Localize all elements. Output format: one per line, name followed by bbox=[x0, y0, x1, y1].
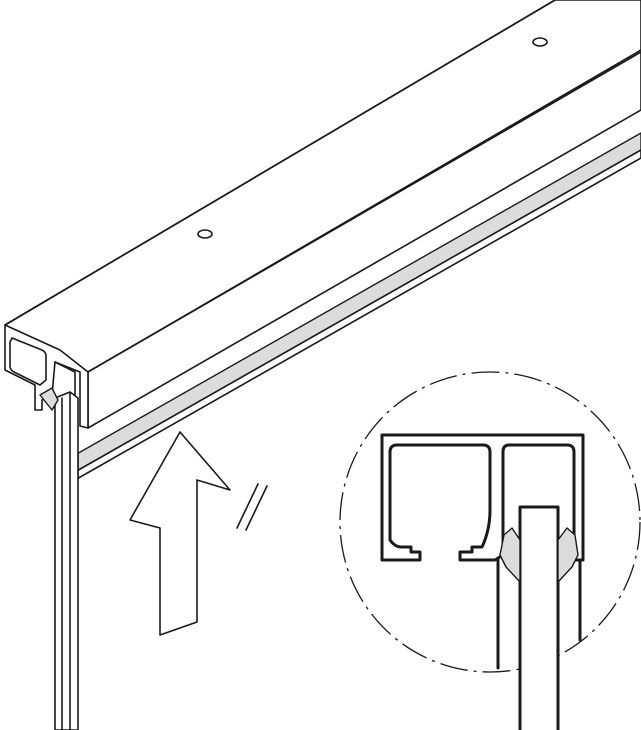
mounting-hole bbox=[532, 37, 548, 47]
top-track-rail bbox=[4, 0, 641, 429]
left-seal-section bbox=[499, 527, 521, 583]
up-arrow-icon bbox=[129, 431, 231, 636]
cross-section-detail bbox=[380, 433, 585, 730]
glass-hatch-marks bbox=[236, 483, 268, 531]
mounting-hole bbox=[197, 229, 213, 239]
right-seal-section bbox=[557, 527, 579, 583]
detail-circle bbox=[339, 371, 641, 673]
glass-panel bbox=[39, 387, 79, 730]
